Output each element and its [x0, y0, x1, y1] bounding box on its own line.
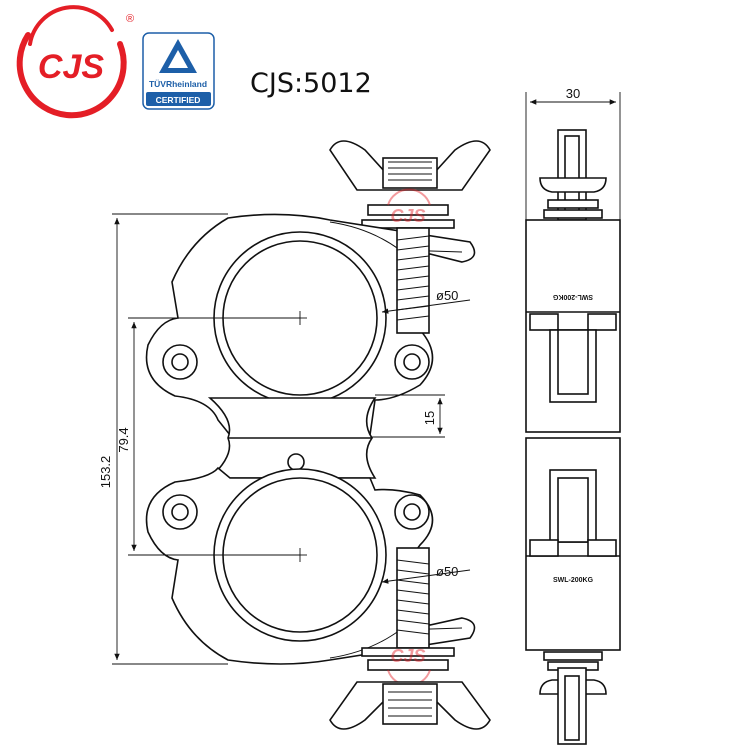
lower-tube-diameter-label: ø50: [436, 564, 458, 579]
upper-wing-nut: [329, 140, 491, 191]
model-number: CJS:5012: [250, 68, 372, 99]
overall-height-label: 153.2: [98, 456, 113, 489]
tuv-name: TÜVRheinland: [149, 79, 207, 89]
center-hole: [287, 453, 305, 471]
center-distance-label: 79.4: [116, 427, 131, 452]
lower-wing-nut: [329, 681, 491, 730]
cjs-logo: CJS ®: [16, 5, 134, 119]
front-view: CJS: [145, 140, 491, 730]
registered-mark: ®: [126, 13, 134, 25]
front-dimensions: 153.2 79.4 15 ø50 ø50: [98, 213, 471, 665]
side-lower-stamp: SWL-200KG: [553, 577, 594, 584]
side-upper-stamp: SWL-200KG: [552, 293, 593, 300]
side-view: 30 SWL-200KG SWL-200KG: [525, 86, 621, 745]
logo-text: CJS: [38, 48, 104, 86]
upper-washer-logo: CJS: [390, 206, 425, 226]
upper-tube-diameter-label: ø50: [436, 288, 458, 303]
certified-label: CERTIFIED: [156, 95, 201, 105]
width-label: 30: [566, 86, 580, 101]
lower-washer-logo: CJS: [390, 646, 425, 666]
offset-label: 15: [422, 411, 437, 425]
tuv-certified-badge: TÜVRheinland CERTIFIED: [142, 32, 215, 110]
